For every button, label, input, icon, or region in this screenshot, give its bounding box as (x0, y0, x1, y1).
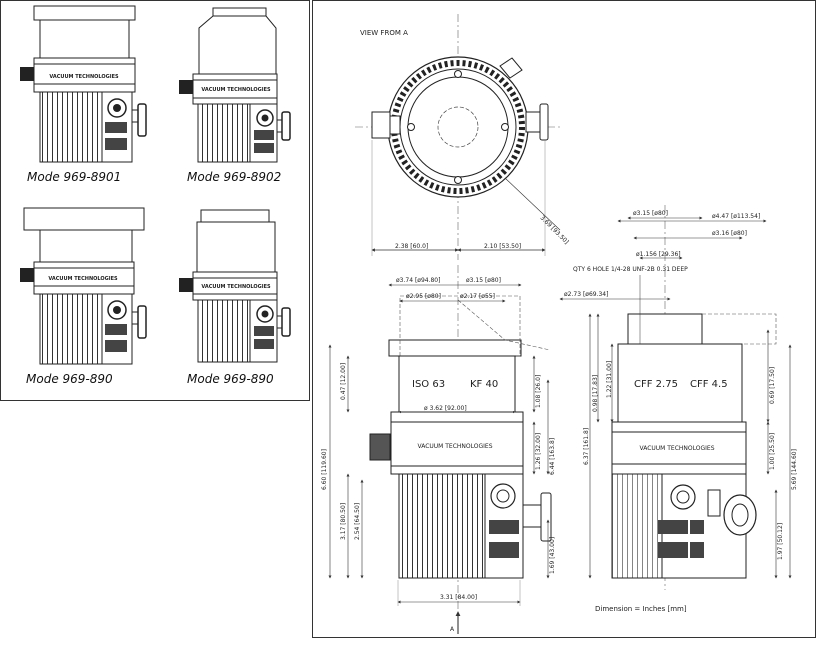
label-plate-icon (105, 122, 127, 133)
dim-295: ø2.95 [ø80] (406, 293, 441, 300)
brand-text-2: VACUUM TECHNOLOGIES (201, 87, 271, 93)
dim-210: 2.10 [53.50] (484, 243, 521, 250)
model-label-1: Mode 969-8901 (27, 170, 122, 184)
dim-169: 1.69 [43.00] (549, 537, 556, 574)
dim-569: 5.69 [144.60] (791, 449, 798, 490)
label-plate-icon (254, 130, 274, 140)
pump-model-1: VACUUM TECHNOLOGIES (20, 5, 147, 163)
model-label-4: Mode 969-890 (187, 372, 274, 386)
view-label: VIEW FROM A (360, 29, 408, 37)
dim-100: 1.00 [25.50] (769, 433, 776, 470)
dim-374: ø3.74 [ø94.80] (396, 277, 440, 284)
warning-plate-icon (658, 542, 688, 558)
knob-icon (179, 80, 193, 94)
dim-angle: 3.69 [93.50] (539, 214, 570, 245)
dim-047: 0.47 [12.00] (340, 363, 347, 400)
pump-model-4: VACUUM TECHNOLOGIES (179, 209, 291, 363)
dim-660: 6.60 [119.60] (321, 449, 328, 490)
warning-plate-icon (254, 143, 274, 153)
pump-model-2: VACUUM TECHNOLOGIES (179, 7, 291, 163)
warning-plate-icon (105, 340, 127, 352)
warning-plate-icon (105, 138, 127, 150)
dim-098: 0.98 [17.83] (592, 375, 599, 412)
brand-text-4: VACUUM TECHNOLOGIES (201, 284, 271, 290)
warning-plate-icon (690, 520, 704, 534)
dim-315: ø3.15 [ø80] (466, 277, 501, 284)
dim-331: 3.31 [84.00] (440, 594, 477, 601)
side-view-right: CFF 2.75 CFF 4.5 VACUUM TECHNOLOGIES ø3.… (559, 205, 798, 613)
port-left-b: KF 40 (470, 379, 498, 390)
knob-icon (179, 278, 193, 292)
dim-317: 3.17 [80.50] (340, 503, 347, 540)
dim-126: 1.26 [32.00] (535, 433, 542, 470)
brand-text-1: VACUUM TECHNOLOGIES (49, 74, 119, 80)
caution-plate-icon (658, 520, 688, 534)
model-label-3: Mode 969-890 (26, 372, 113, 386)
warning-plate-icon (254, 339, 274, 349)
brand-text-3: VACUUM TECHNOLOGIES (48, 276, 118, 282)
pump-model-3: VACUUM TECHNOLOGIES (20, 207, 147, 365)
warning-plate-icon (690, 542, 704, 558)
knob-icon (20, 67, 34, 81)
footer-note: Dimension = Inches [mm] (595, 605, 687, 613)
label-plate-icon (105, 324, 127, 335)
dim-273: ø2.73 [ø69.34] (564, 291, 608, 298)
dim-108: 1.08 [26.0] (535, 375, 542, 408)
dim-lens: ø 3.62 [92.00] (424, 405, 467, 412)
knob-icon (369, 433, 391, 461)
dim-238: 2.38 [60.0] (395, 243, 428, 250)
brand-text-side-right: VACUUM TECHNOLOGIES (639, 445, 714, 452)
caution-plate-icon (489, 520, 519, 534)
dim-637: 6.37 [161.8] (583, 428, 590, 465)
top-view: VIEW FROM A 2.38 [60.0] 2.10 [53.50] 3.6… (355, 14, 570, 260)
flange-icon (723, 494, 757, 536)
dim-122: 1.22 [31.00] (606, 361, 613, 398)
dim-156: ø1.156 [29.36] (636, 251, 681, 258)
side-view-left: ISO 63 KF 40 VACUUM TECHNOLOGIES ø3.74 [… (321, 265, 556, 634)
port-left-a: ISO 63 (412, 379, 445, 390)
dim-315-right: ø3.15 [ø80] (633, 210, 668, 217)
dim-bolt: QTY 6 HOLE 1/4-28 UNF-2B 0.31 DEEP (573, 266, 688, 273)
dim-217: ø2.17 [ø55] (460, 293, 495, 300)
dim-197: 1.97 [50.12] (777, 523, 784, 560)
dim-447: ø4.47 [ø113.54] (712, 213, 760, 220)
dim-069: 0.69 [17.50] (769, 367, 776, 404)
port-right-b: CFF 4.5 (690, 379, 728, 390)
brand-text-side: VACUUM TECHNOLOGIES (417, 443, 492, 450)
dim-644: 6.44 [163.8] (549, 438, 556, 475)
port-right-a: CFF 2.75 (634, 379, 678, 390)
models-panel-frame (0, 0, 310, 401)
model-label-2: Mode 969-8902 (187, 170, 282, 184)
knob-icon (20, 268, 34, 282)
dim-316: ø3.16 [ø80] (712, 230, 747, 237)
label-plate-icon (254, 326, 274, 336)
arrow-label: A (450, 626, 455, 633)
warning-plate-icon (489, 542, 519, 558)
dim-254: 2.54 [64.50] (354, 503, 361, 540)
